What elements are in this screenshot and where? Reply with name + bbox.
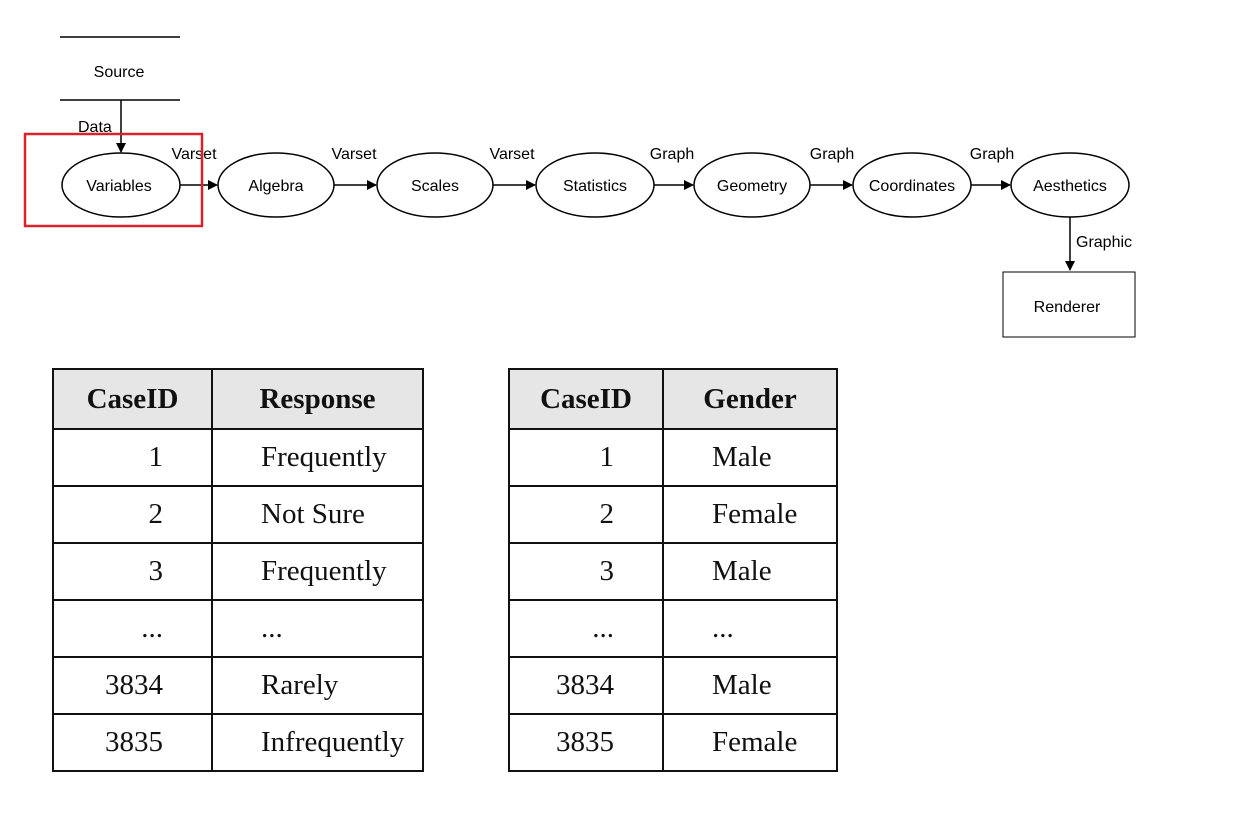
edge-varset-label-3: Varset (489, 146, 535, 163)
cell-caseid: 3835 (508, 713, 664, 772)
cell-caseid: 2 (508, 485, 664, 544)
table-header-row: CaseID Gender (508, 368, 838, 430)
cell-gender: Male (662, 542, 838, 601)
source-label: Source (94, 64, 145, 81)
header-response: Response (211, 368, 424, 430)
cell-caseid: ... (508, 599, 664, 658)
node-coordinates-label: Coordinates (869, 178, 955, 195)
cell-caseid: 3834 (52, 656, 213, 715)
cell-caseid: 1 (508, 428, 664, 487)
cell-response: ... (211, 599, 424, 658)
table-row: 1 Male (508, 428, 838, 487)
cell-response: Rarely (211, 656, 424, 715)
cell-gender: Male (662, 656, 838, 715)
cell-gender: Female (662, 485, 838, 544)
table-row: 3834 Male (508, 656, 838, 715)
table-row: 3 Male (508, 542, 838, 601)
cell-caseid: ... (52, 599, 213, 658)
node-variables-label: Variables (86, 178, 152, 195)
edge-varset-label-2: Varset (331, 146, 377, 163)
table-header-row: CaseID Response (52, 368, 424, 430)
edge-data-label: Data (78, 119, 112, 136)
renderer-label: Renderer (1034, 299, 1101, 316)
edge-graph-label-3: Graph (970, 146, 1014, 163)
header-gender: Gender (662, 368, 838, 430)
node-statistics-label: Statistics (563, 178, 627, 195)
cell-response: Not Sure (211, 485, 424, 544)
cell-gender: Female (662, 713, 838, 772)
cell-caseid: 2 (52, 485, 213, 544)
edge-graphic-label: Graphic (1076, 234, 1132, 251)
cell-caseid: 1 (52, 428, 213, 487)
table-row: ... ... (508, 599, 838, 658)
table-row: 2 Female (508, 485, 838, 544)
node-geometry-label: Geometry (717, 178, 787, 195)
table-row: 2 Not Sure (52, 485, 424, 544)
table-row: ... ... (52, 599, 424, 658)
node-aesthetics-label: Aesthetics (1033, 178, 1107, 195)
cell-caseid: 3834 (508, 656, 664, 715)
cell-response: Frequently (211, 542, 424, 601)
cell-caseid: 3835 (52, 713, 213, 772)
cell-response: Frequently (211, 428, 424, 487)
cell-gender: Male (662, 428, 838, 487)
pipeline-diagram: Source Data Variables Algebra Scales Sta… (23, 36, 1136, 338)
renderer-box (1002, 271, 1136, 338)
cell-caseid: 3 (52, 542, 213, 601)
highlight-box (23, 132, 204, 228)
table-row: 3835 Infrequently (52, 713, 424, 772)
edge-varset-label-1: Varset (171, 146, 217, 163)
edge-graph-label-2: Graph (810, 146, 854, 163)
cell-response: Infrequently (211, 713, 424, 772)
response-table: CaseID Response 1 Frequently 2 Not Sure … (52, 368, 424, 772)
table-row: 3 Frequently (52, 542, 424, 601)
table-row: 3835 Female (508, 713, 838, 772)
table-row: 1 Frequently (52, 428, 424, 487)
cell-gender: ... (662, 599, 838, 658)
node-scales-label: Scales (411, 178, 459, 195)
cell-caseid: 3 (508, 542, 664, 601)
table-row: 3834 Rarely (52, 656, 424, 715)
node-algebra-label: Algebra (248, 178, 303, 195)
gender-table: CaseID Gender 1 Male 2 Female 3 Male ...… (508, 368, 838, 772)
edge-graph-label-1: Graph (650, 146, 694, 163)
header-caseid: CaseID (508, 368, 664, 430)
header-caseid: CaseID (52, 368, 213, 430)
